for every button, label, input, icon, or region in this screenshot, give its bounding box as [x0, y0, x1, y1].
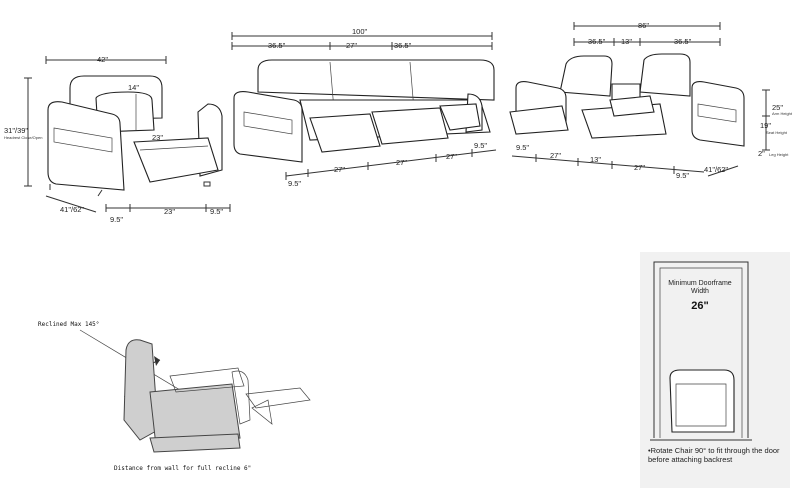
sofa-left-label: 36.5"	[268, 41, 286, 50]
armchair-height-note: Headrest Close/Open	[4, 135, 42, 140]
armchair-arm-left-label: 9.5"	[110, 215, 123, 224]
leg-height-value: 2"	[758, 149, 765, 158]
armchair-dimensions: 42" 31"/39" Headrest Close/Open 14" 23" …	[4, 55, 231, 224]
leg-height-caption: Leg Height	[769, 152, 789, 157]
loveseat-arm-left-label: 9.5"	[516, 143, 529, 152]
armchair-arm-right-label: 9.5"	[210, 207, 223, 216]
sofa-drawing	[233, 59, 495, 163]
doorframe-diagram	[650, 261, 752, 441]
loveseat-right-label: 36.5"	[674, 37, 692, 46]
sofa-right-label: 36.5"	[394, 41, 412, 50]
loveseat-dimensions: 86" 36.5" 13" 36.5" 9.5" 27" 13" 27" 9.5…	[511, 21, 793, 180]
sofa-seat3-label: 27"	[446, 152, 457, 161]
loveseat-seat2-label: 27"	[634, 163, 645, 172]
recline-angle-label: Reclined Max 145°	[38, 321, 99, 328]
doorframe-title: Minimum Doorframe Width	[668, 280, 732, 295]
armchair-depth-label: 41"/62"	[60, 205, 84, 214]
seat-height-caption: Seat Height	[766, 130, 788, 135]
doorframe-note: •Rotate Chair 90° to fit through the doo…	[648, 446, 780, 464]
loveseat-depth-label: 41"/62"	[704, 165, 728, 174]
loveseat-total-label: 86"	[638, 21, 649, 30]
loveseat-left-label: 36.5"	[588, 37, 606, 46]
armchair-drawing	[47, 75, 223, 197]
sofa-mid-label: 27"	[346, 41, 357, 50]
sofa-seat2-label: 27"	[396, 158, 407, 167]
armchair-seat-width-label: 23"	[164, 207, 175, 216]
arm-height-value: 25"	[772, 103, 783, 112]
doorframe-width: 26"	[691, 300, 709, 312]
recline-distance-label: Distance from wall for full recline 6"	[114, 465, 251, 472]
loveseat-drawing	[509, 53, 745, 147]
arm-height-caption: Arm Height	[772, 111, 793, 116]
sofa-seat1-label: 27"	[334, 165, 345, 174]
sofa-arm-left-label: 9.5"	[288, 179, 301, 188]
sofa-dimensions: 100" 36.5" 27" 36.5" 9.5" 27" 27" 27" 9.…	[231, 27, 497, 188]
loveseat-arm-right-label: 9.5"	[676, 171, 689, 180]
sofa-arm-right-label: 9.5"	[474, 141, 487, 150]
seat-height-value: 19"	[760, 121, 771, 130]
loveseat-seat1-label: 27"	[550, 151, 561, 160]
sofa-total-label: 100"	[352, 27, 368, 36]
armchair-width-label: 42"	[97, 55, 108, 64]
loveseat-console-label: 13"	[621, 37, 632, 46]
armchair-height-label: 31"/39"	[4, 126, 28, 135]
armchair-seat-depth-label: 23"	[152, 133, 163, 142]
recline-diagram: Reclined Max 145° Distance from wall for…	[38, 321, 311, 472]
loveseat-console-bottom-label: 13"	[590, 155, 601, 164]
armchair-back-label: 14"	[128, 83, 139, 92]
